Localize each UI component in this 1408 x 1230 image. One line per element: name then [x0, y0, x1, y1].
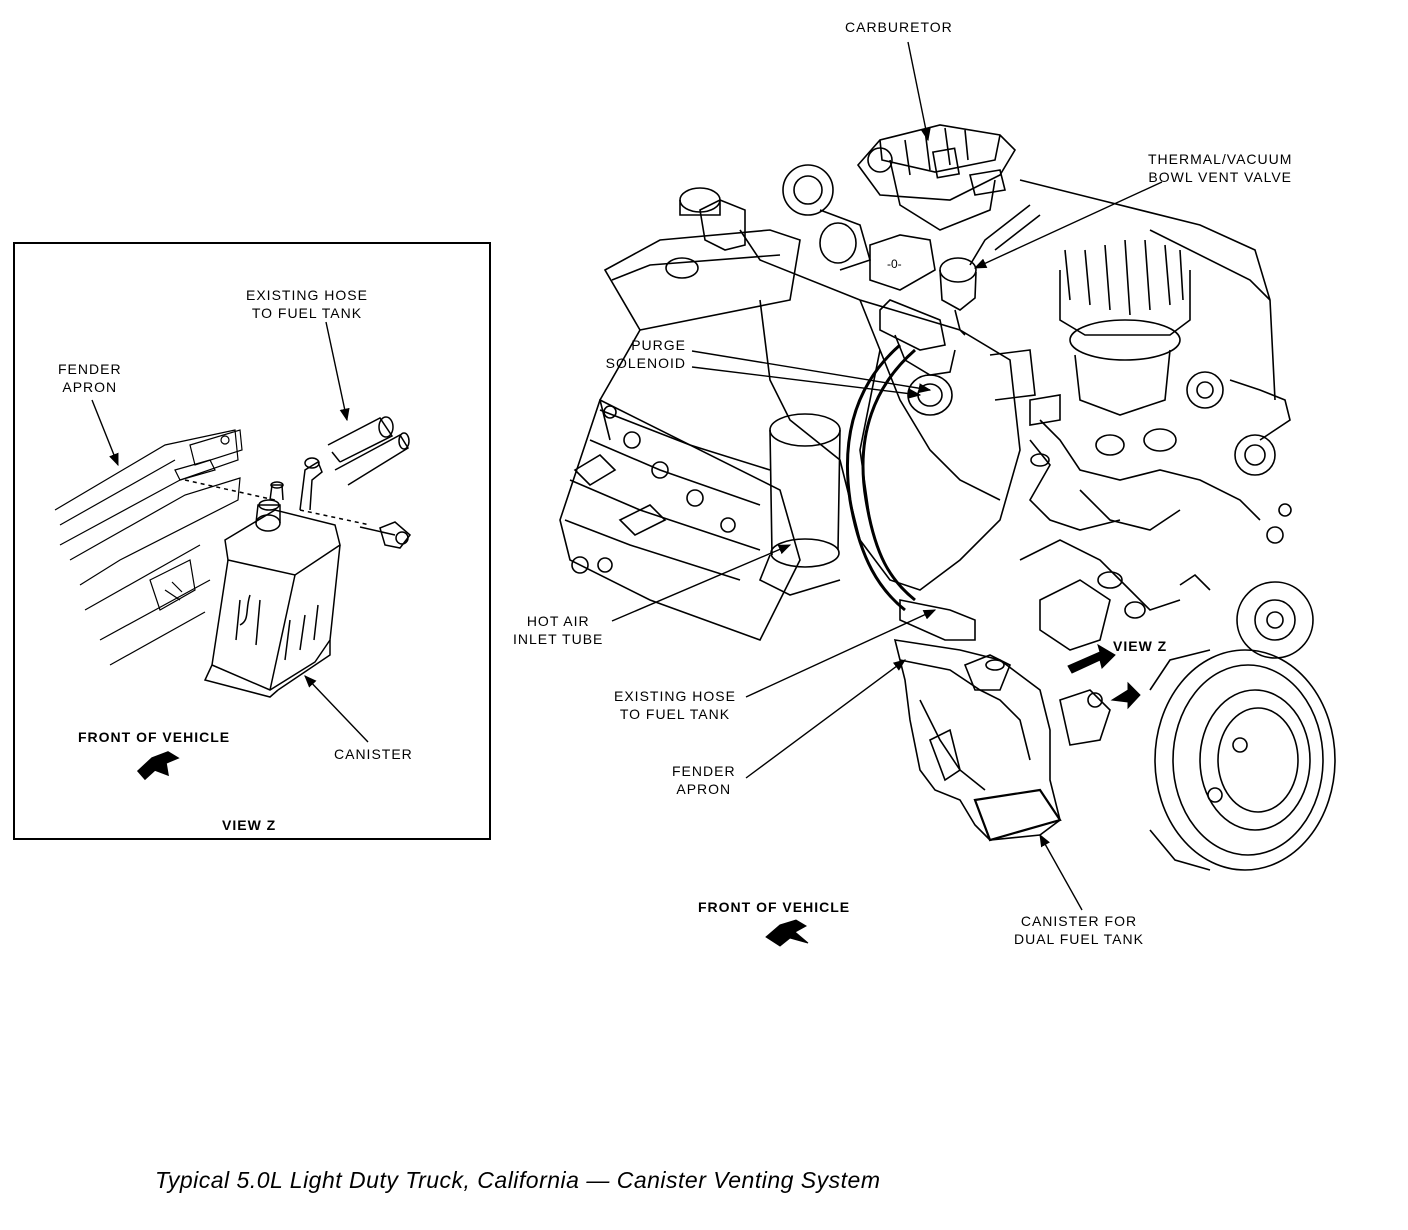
canister-dual-line2: DUAL FUEL TANK [1014, 931, 1144, 947]
view-z-arrow [1067, 643, 1116, 674]
purge-solenoid-line2: SOLENOID [605, 355, 686, 371]
inset-front-arrow [136, 751, 180, 781]
main-front-arrow [765, 919, 809, 947]
inset-frame [13, 242, 491, 840]
inset-fender-apron-line1: FENDER [58, 361, 122, 377]
inset-hose-leader [325, 321, 350, 422]
canister-dual-line1: CANISTER FOR [1020, 913, 1138, 929]
view-z-label: VIEW Z [1113, 638, 1168, 654]
main-existing-hose-line2: TO FUEL TANK [619, 706, 731, 722]
inset-canister-drawing [184, 416, 412, 698]
fender-apron-drawing [54, 429, 243, 666]
main-fender-apron-line1: FENDER [672, 763, 736, 779]
thermal-vacuum-line1: THERMAL/VACUUM [1148, 151, 1293, 167]
view-z-arrow-2 [1110, 681, 1141, 710]
purge-solenoid-label: PURGE SOLENOID [598, 336, 686, 372]
purge-solenoid-line1: PURGE [631, 337, 686, 353]
inset-existing-hose-line2: TO FUEL TANK [251, 305, 363, 321]
inset-view-z [13, 242, 491, 840]
hot-air-inlet-line1: HOT AIR [526, 613, 590, 629]
main-fender-apron-line2: APRON [676, 781, 732, 797]
main-existing-hose-label: EXISTING HOSE TO FUEL TANK [614, 687, 736, 723]
main-existing-hose-line1: EXISTING HOSE [614, 688, 736, 704]
inset-canister-leader [304, 675, 369, 743]
main-front-of-vehicle-label: FRONT OF VEHICLE [698, 899, 851, 915]
hot-air-inlet-tube-label: HOT AIR INLET TUBE [513, 612, 603, 648]
thermal-vacuum-valve-label: THERMAL/VACUUM BOWL VENT VALVE [1148, 150, 1292, 186]
thermal-vacuum-line2: BOWL VENT VALVE [1148, 169, 1293, 185]
svg-text:-0-: -0- [887, 257, 902, 271]
figure-caption: Typical 5.0L Light Duty Truck, Californi… [155, 1167, 881, 1193]
main-leaders [611, 41, 1163, 911]
canister-dual-fuel-tank-label: CANISTER FOR DUAL FUEL TANK [1014, 912, 1144, 948]
engine-drawing: -0- [559, 124, 1336, 871]
inset-fender-apron-label: FENDER APRON [58, 360, 122, 396]
main-fender-apron-label: FENDER APRON [672, 762, 736, 798]
inset-view-title: VIEW Z [222, 817, 277, 833]
inset-existing-hose-line1: EXISTING HOSE [246, 287, 368, 303]
hot-air-inlet-line2: INLET TUBE [513, 631, 604, 647]
inset-existing-hose-label: EXISTING HOSE TO FUEL TANK [246, 286, 368, 322]
inset-front-of-vehicle-label: FRONT OF VEHICLE [78, 729, 231, 745]
inset-fender-apron-line2: APRON [62, 379, 118, 395]
inset-canister-label: CANISTER [334, 746, 413, 762]
inset-fender-leader [91, 399, 119, 467]
carburetor-label: CARBURETOR [845, 19, 953, 35]
